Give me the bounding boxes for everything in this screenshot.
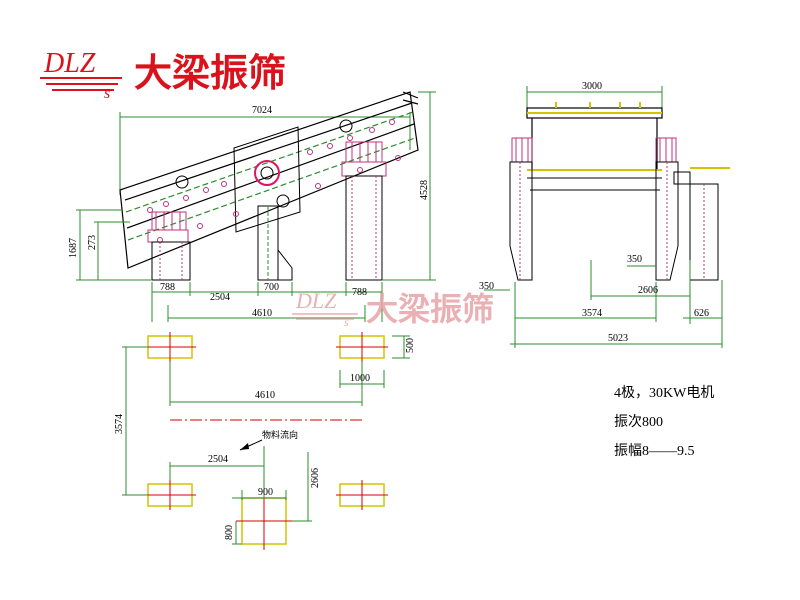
watermark: DLZ s 大梁振筛 bbox=[292, 288, 494, 329]
flow-direction-label: 物料流向 bbox=[262, 429, 298, 441]
screen-box bbox=[119, 91, 419, 269]
dim-800-label: 800 bbox=[224, 525, 235, 540]
left-spring-group bbox=[147, 211, 189, 243]
exciter-ring bbox=[254, 160, 280, 186]
screen-bolts bbox=[147, 119, 401, 243]
flow-direction-arrow bbox=[239, 439, 263, 451]
spec-motor: 4极，30KW电机 bbox=[614, 385, 714, 401]
watermark-sub-letter: s bbox=[344, 315, 349, 329]
dim-foundation-4610-label: 4610 bbox=[255, 390, 275, 401]
spec-amplitude: 振幅8——9.5 bbox=[614, 443, 695, 459]
dim-2606-label: 2606 bbox=[638, 285, 658, 296]
dim-273-label: 273 bbox=[87, 235, 98, 250]
dim-1687-label: 1687 bbox=[68, 238, 79, 258]
dim-2504-label: 2504 bbox=[210, 292, 230, 303]
end-left-column bbox=[509, 161, 533, 281]
company-logo: DLZ s 大梁振筛 bbox=[40, 48, 286, 102]
foundation-dims bbox=[122, 335, 410, 545]
left-lift-ring bbox=[175, 175, 189, 189]
exciter-panel bbox=[233, 126, 301, 233]
spec-notes: 4极，30KW电机 振次800 振幅8——9.5 bbox=[614, 385, 714, 459]
dim-overall-length bbox=[119, 112, 411, 195]
logo-letters: DLZ bbox=[43, 48, 96, 79]
end-motor-box bbox=[673, 167, 730, 281]
dim-700-label: 700 bbox=[264, 282, 279, 293]
dim-1000-label: 1000 bbox=[350, 373, 370, 384]
right-support-column bbox=[345, 175, 383, 281]
center-support bbox=[257, 205, 293, 281]
end-screen-deck bbox=[527, 169, 662, 191]
dim-width-top bbox=[526, 86, 663, 110]
left-support-column bbox=[151, 241, 191, 281]
dim-3574-label: 3574 bbox=[582, 308, 602, 319]
end-bottom-dims bbox=[484, 260, 723, 348]
dim-350-a-label: 350 bbox=[479, 281, 494, 292]
watermark-letters: DLZ bbox=[295, 288, 337, 313]
right-lift-ring bbox=[339, 119, 353, 133]
dim-foundation-2606-label: 2606 bbox=[310, 468, 321, 488]
foundation-plan: 500 4610 1000 3574 2504 900 2606 800 物料流… bbox=[114, 332, 416, 550]
end-right-column bbox=[655, 161, 679, 281]
dim-bottom-chain bbox=[151, 282, 383, 322]
dim-4528-label: 4528 bbox=[419, 180, 430, 200]
dim-4610-label: 4610 bbox=[252, 308, 272, 319]
dim-foundation-2504-label: 2504 bbox=[208, 454, 228, 465]
exciter-hub bbox=[260, 166, 274, 180]
dim-788-right-label: 788 bbox=[352, 287, 367, 298]
end-spring-right bbox=[655, 137, 677, 163]
dim-5023-label: 5023 bbox=[608, 333, 628, 344]
end-yellow-markers bbox=[555, 102, 641, 108]
dim-900-label: 900 bbox=[258, 487, 273, 498]
end-spring-left bbox=[511, 137, 533, 163]
dim-left-heights bbox=[76, 209, 152, 281]
end-top-beam bbox=[526, 107, 663, 170]
watermark-brand-text: 大梁振筛 bbox=[366, 290, 494, 328]
dim-500-label: 500 bbox=[405, 338, 416, 353]
spec-frequency: 振次800 bbox=[614, 414, 663, 430]
dim-626-label: 626 bbox=[694, 308, 709, 319]
end-view: 3000 bbox=[479, 81, 730, 348]
logo-brand-text: 大梁振筛 bbox=[134, 51, 286, 95]
side-view: 7024 bbox=[68, 91, 436, 322]
dim-height-total bbox=[382, 91, 436, 281]
dim-7024-label: 7024 bbox=[252, 105, 272, 116]
dim-350-b-label: 350 bbox=[627, 254, 642, 265]
dim-foundation-3574-label: 3574 bbox=[114, 414, 125, 434]
pad-centerlines bbox=[144, 332, 388, 550]
dim-788-left-label: 788 bbox=[160, 282, 175, 293]
center-ring bbox=[276, 194, 290, 208]
dim-3000-label: 3000 bbox=[582, 81, 602, 92]
logo-sub-letter: s bbox=[104, 85, 110, 102]
